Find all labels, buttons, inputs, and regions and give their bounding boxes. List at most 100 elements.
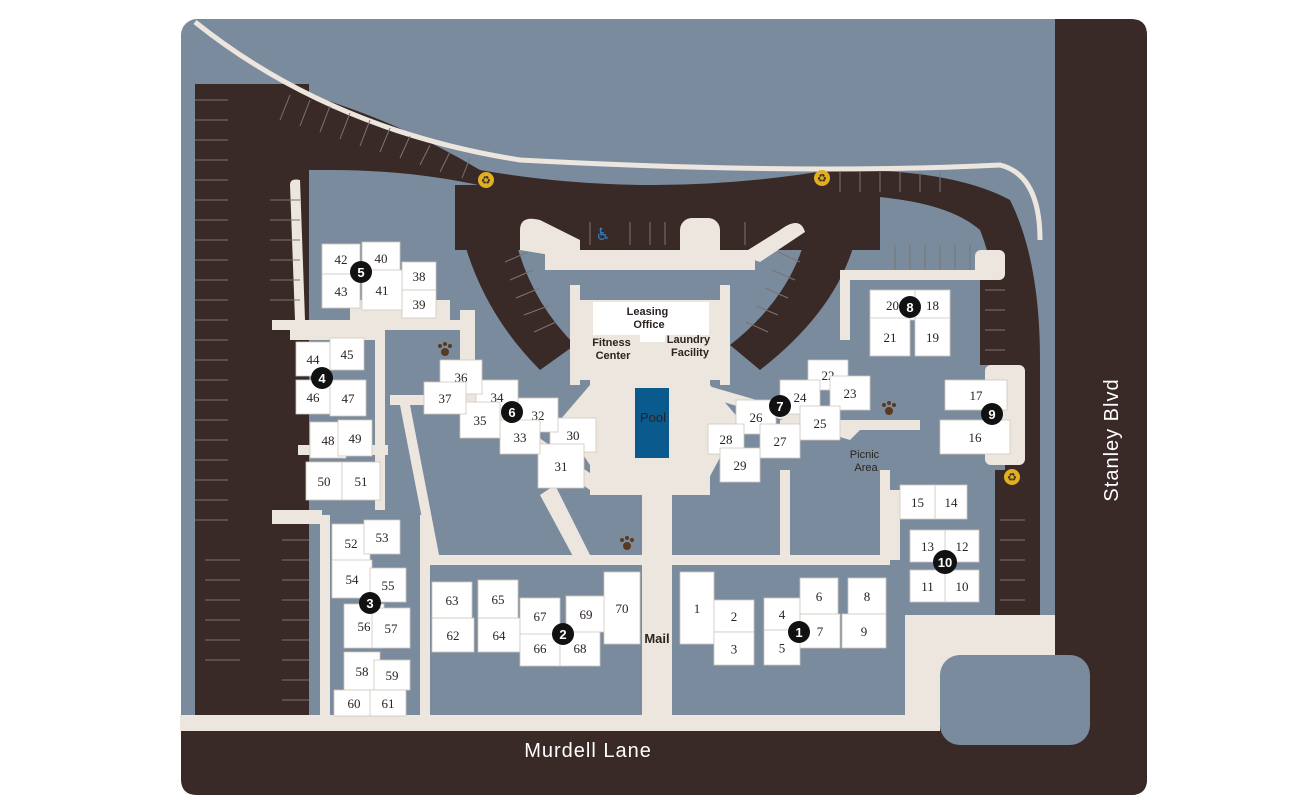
building-marker-5: 5 [350,261,372,283]
unit-2 [713,599,755,633]
unit-18 [914,289,951,321]
unit-25 [799,405,841,441]
unit-33 [499,419,541,455]
unit-number-12: 12 [956,539,969,554]
building-number-2: 2 [559,627,566,642]
fitness-center-building [590,335,640,365]
pet-paw-icon [620,536,634,550]
unit-8 [847,577,887,615]
fitness-center-label: Fitness Center [592,337,634,362]
unit-number-57: 57 [385,621,399,636]
unit-number-23: 23 [844,386,857,401]
unit-number-8: 8 [864,589,871,604]
unit-19 [914,317,951,357]
unit-23 [829,375,871,411]
picnic-line-1: Picnic [850,449,880,461]
unit-number-52: 52 [345,536,358,551]
unit-45 [329,337,365,371]
pet-paw-icon [438,342,452,356]
unit-number-36: 36 [455,370,469,385]
unit-number-14: 14 [945,495,959,510]
laundry-line-2: Facility [671,347,710,359]
unit-number-70: 70 [616,601,629,616]
unit-31 [537,443,585,489]
unit-number-54: 54 [346,572,360,587]
unit-number-55: 55 [382,578,395,593]
unit-61 [369,689,407,717]
unit-number-1: 1 [694,601,701,616]
street-label-stanley-blvd: Stanley Blvd [1101,378,1123,501]
svg-text:♿: ♿ [595,225,610,245]
road-office-wing-right [730,215,860,370]
building-number-8: 8 [906,300,913,315]
svg-text:♻: ♻ [1007,471,1017,484]
unit-number-64: 64 [493,628,507,643]
unit-number-4: 4 [779,607,786,622]
fitness-line-2: Center [596,350,632,362]
building-marker-circle [933,550,957,574]
street-label-murdell-lane: Murdell Lane [524,740,652,762]
fitness-line-1: Fitness [592,337,631,349]
unit-number-25: 25 [814,416,827,431]
unit-number-2: 2 [731,609,738,624]
unit-number-40: 40 [375,251,388,266]
unit-number-20: 20 [886,298,899,313]
unit-number-41: 41 [376,283,389,298]
unit-number-68: 68 [574,641,587,656]
picnic-line-2: Area [854,462,878,474]
unit-number-60: 60 [348,696,361,711]
unit-number-26: 26 [750,410,764,425]
unit-number-6: 6 [816,589,823,604]
unit-number-65: 65 [492,592,505,607]
unit-number-66: 66 [534,641,548,656]
unit-1 [679,571,715,645]
pet-paw-icon [882,401,896,415]
unit-37 [423,381,467,415]
unit-number-33: 33 [514,430,527,445]
building-marker-7: 7 [769,395,791,417]
unit-number-24: 24 [794,390,808,405]
road-west-parking [195,84,267,718]
unit-39 [401,289,437,319]
building-marker-2: 2 [552,623,574,645]
unit-number-3: 3 [731,642,738,657]
unit-number-16: 16 [969,430,983,445]
building-marker-circle [788,621,810,643]
unit-number-50: 50 [318,474,331,489]
unit-number-62: 62 [447,628,460,643]
unit-14 [934,484,968,520]
building-number-10: 10 [938,555,952,570]
unit-number-56: 56 [358,619,372,634]
building-number-1: 1 [795,625,802,640]
unit-65 [477,579,519,619]
unit-number-34: 34 [491,390,505,405]
unit-15 [899,484,936,520]
building-marker-circle [981,403,1003,425]
unit-number-61: 61 [382,696,395,711]
unit-3 [713,631,755,666]
building-marker-circle [350,261,372,283]
road-east-parking [980,270,1010,365]
building-marker-10: 10 [933,550,957,574]
unit-69 [565,595,607,633]
laundry-line-1: Laundry [667,334,711,346]
unit-number-28: 28 [720,432,733,447]
building-number-4: 4 [318,371,326,386]
building-number-3: 3 [366,596,373,611]
unit-16 [939,419,1011,455]
building-marker-9: 9 [981,403,1003,425]
unit-number-69: 69 [580,607,593,622]
unit-number-35: 35 [474,413,487,428]
road-east-parking-lower [995,470,1030,620]
building-marker-circle [899,296,921,318]
laundry-facility-label: Laundry Facility [667,334,713,359]
unit-38 [401,261,437,291]
unit-number-46: 46 [307,390,321,405]
unit-number-67: 67 [534,609,548,624]
unit-number-9: 9 [861,624,868,639]
building-marker-3: 3 [359,592,381,614]
svg-text:♻: ♻ [481,174,491,187]
unit-63 [431,581,473,619]
unit-60 [333,689,375,717]
